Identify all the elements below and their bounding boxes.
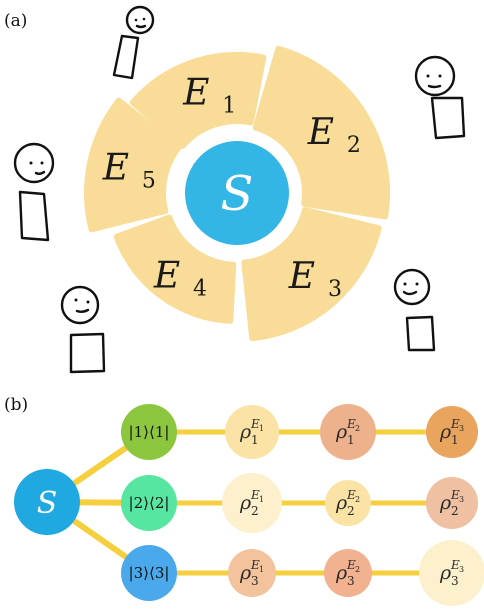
record-branch-index-1-2: 1 xyxy=(347,433,355,447)
record-node-2-2 xyxy=(325,480,371,526)
record-fragment-1-2: E xyxy=(346,417,356,431)
system-node xyxy=(14,469,80,535)
record-fragment-1-3: E xyxy=(450,417,460,431)
record-fragment-index-3-3: 3 xyxy=(459,565,464,574)
record-fragment-index-2-1: 1 xyxy=(259,495,264,504)
panel-a-label: (a) xyxy=(4,11,27,31)
state-node-3 xyxy=(121,545,177,601)
system-circle xyxy=(185,141,289,245)
fragment-3-label: E xyxy=(288,256,315,297)
record-fragment-1-1: E xyxy=(250,417,260,431)
record-branch-index-3-2: 3 xyxy=(347,574,355,588)
state-node-2 xyxy=(121,475,177,531)
record-branch-index-1-1: 1 xyxy=(251,433,259,447)
record-branch-index-3-1: 3 xyxy=(251,574,259,588)
record-fragment-3-3: E xyxy=(450,558,460,572)
record-node-3-3 xyxy=(419,540,484,606)
observer-2 xyxy=(414,55,466,140)
record-node-3-2 xyxy=(324,549,372,597)
fragment-2-label: E xyxy=(307,112,334,153)
record-branch-index-2-2: 2 xyxy=(347,504,355,518)
fragment-3-index: 3 xyxy=(328,277,342,302)
record-fragment-index-1-2: 2 xyxy=(355,424,360,433)
observer-3 xyxy=(13,142,55,242)
fragment-5-label: E xyxy=(102,147,129,188)
record-rho-2-1: ρ xyxy=(239,492,252,514)
record-rho-1-2: ρ xyxy=(335,421,348,443)
record-fragment-2-2: E xyxy=(346,488,356,502)
record-branch-index-3-3: 3 xyxy=(451,574,459,588)
observer-5 xyxy=(60,285,106,374)
record-node-2-3 xyxy=(426,477,478,529)
state-label-3: |3⟩⟨3| xyxy=(129,564,170,582)
observer-4 xyxy=(393,268,436,352)
record-rho-3-3: ρ xyxy=(439,562,452,584)
record-fragment-index-1-1: 1 xyxy=(259,424,264,433)
system-label: S xyxy=(221,166,254,222)
fragment-4-index: 4 xyxy=(193,277,207,302)
record-branch-index-1-3: 1 xyxy=(451,433,459,447)
record-rho-1-3: ρ xyxy=(439,421,452,443)
record-fragment-index-3-2: 2 xyxy=(355,565,360,574)
record-node-2-1 xyxy=(222,473,282,533)
record-node-1-1 xyxy=(225,405,279,459)
record-fragment-index-3-1: 1 xyxy=(259,565,264,574)
record-rho-1-1: ρ xyxy=(239,421,252,443)
observer-1 xyxy=(112,5,155,80)
state-label-2: |2⟩⟨2| xyxy=(129,494,170,512)
fragment-1 xyxy=(129,52,267,149)
record-branch-index-2-3: 2 xyxy=(451,504,459,518)
record-node-1-2 xyxy=(320,404,376,460)
record-branch-index-2-1: 2 xyxy=(251,504,259,518)
record-fragment-2-3: E xyxy=(450,488,460,502)
record-rho-2-2: ρ xyxy=(335,492,348,514)
record-rho-3-2: ρ xyxy=(335,562,348,584)
record-node-1-3 xyxy=(426,406,478,458)
panel-b-label: (b) xyxy=(4,395,28,415)
fragment-4 xyxy=(113,214,237,324)
state-node-1 xyxy=(121,404,177,460)
record-fragment-3-2: E xyxy=(346,558,356,572)
record-node-3-1 xyxy=(228,549,276,597)
record-fragment-index-1-3: 3 xyxy=(459,424,464,433)
fragment-2-index: 2 xyxy=(347,133,361,158)
fragment-5-index: 5 xyxy=(142,168,156,193)
record-fragment-index-2-3: 3 xyxy=(459,495,464,504)
system-node-label: S xyxy=(37,486,58,521)
fragment-4-label: E xyxy=(153,256,180,297)
record-fragment-index-2-2: 2 xyxy=(355,495,360,504)
record-fragment-2-1: E xyxy=(250,488,260,502)
record-rho-3-1: ρ xyxy=(239,562,252,584)
fragment-1-label: E xyxy=(182,73,209,114)
fragment-2 xyxy=(252,45,390,220)
fragment-5 xyxy=(84,97,182,233)
record-fragment-3-1: E xyxy=(250,558,260,572)
fragment-3 xyxy=(241,206,382,342)
record-rho-2-3: ρ xyxy=(439,492,452,514)
state-label-1: |1⟩⟨1| xyxy=(129,423,170,441)
fragment-1-index: 1 xyxy=(222,94,236,119)
